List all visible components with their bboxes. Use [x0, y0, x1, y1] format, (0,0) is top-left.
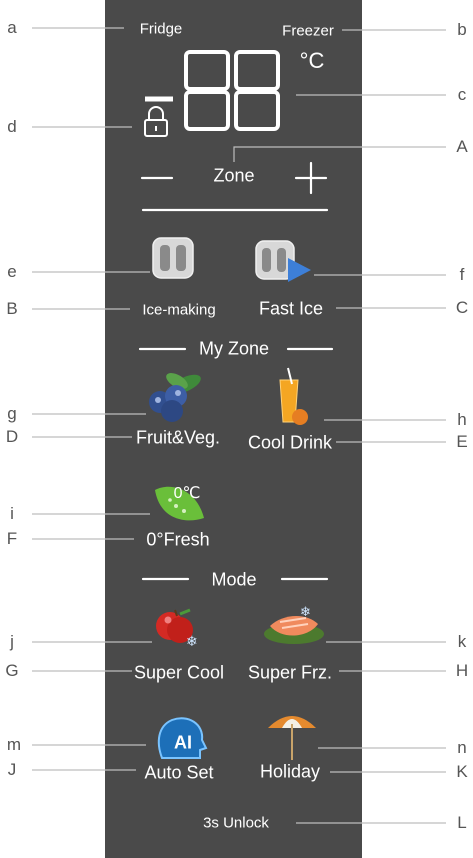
callout-a: a — [7, 18, 17, 37]
blueberry-icon — [149, 373, 201, 422]
callout-D: D — [5, 427, 19, 446]
svg-text:❄: ❄ — [300, 605, 311, 620]
fast-ice-label[interactable]: Fast Ice — [258, 298, 324, 319]
apple-icon: ❄ — [156, 608, 198, 650]
super-frz-label[interactable]: Super Frz. — [247, 662, 333, 683]
unlock-label[interactable]: 3s Unlock — [203, 814, 269, 832]
callout-H: H — [455, 661, 469, 680]
freezer-label[interactable]: Freezer — [282, 22, 334, 40]
leaf-icon — [155, 486, 204, 521]
callout-b: b — [457, 20, 467, 39]
auto-set-label[interactable]: Auto Set — [144, 762, 214, 783]
callout-c: c — [457, 85, 467, 104]
salmon-icon: ❄ — [264, 605, 324, 644]
fast-ice-icon — [255, 240, 311, 282]
callout-n: n — [457, 738, 467, 757]
cool-drink-icon — [279, 367, 308, 425]
ice-cube-icon — [152, 237, 194, 279]
beach-umbrella-icon — [268, 716, 316, 760]
ai-head-icon — [157, 717, 208, 759]
callout-K: K — [456, 762, 468, 781]
zero-degree-badge: 0℃ — [173, 485, 201, 502]
ai-badge: AI — [174, 732, 192, 753]
mode-heading: Mode — [211, 569, 257, 590]
fruit-veg-label[interactable]: Fruit&Veg. — [135, 427, 221, 448]
callout-g: g — [7, 404, 17, 423]
callout-h: h — [457, 410, 467, 429]
callout-A: A — [456, 137, 468, 156]
leader-A — [233, 146, 446, 162]
callout-j: j — [10, 632, 14, 651]
ice-making-label[interactable]: Ice-making — [142, 301, 216, 319]
callout-J: J — [7, 760, 17, 779]
callout-G: G — [5, 661, 19, 680]
callout-E: E — [456, 432, 468, 451]
callout-f: f — [459, 265, 465, 284]
callout-k: k — [457, 632, 467, 651]
callout-F: F — [6, 529, 18, 548]
celsius-unit: °C — [299, 48, 325, 73]
callout-d: d — [7, 117, 17, 136]
seven-segment-display — [145, 50, 280, 131]
control-panel — [105, 0, 362, 858]
callout-C: C — [455, 298, 469, 317]
svg-text:❄: ❄ — [186, 634, 198, 650]
super-cool-label[interactable]: Super Cool — [133, 662, 225, 683]
zone-label[interactable]: Zone — [213, 165, 255, 186]
holiday-label[interactable]: Holiday — [259, 761, 321, 782]
lock-icon — [144, 106, 168, 137]
fridge-label[interactable]: Fridge — [139, 20, 183, 38]
callout-B: B — [6, 299, 18, 318]
callout-m: m — [6, 735, 22, 754]
my-zone-heading: My Zone — [198, 338, 270, 359]
callout-L: L — [457, 813, 467, 832]
callout-e: e — [7, 262, 17, 281]
callout-i: i — [10, 504, 14, 523]
cool-drink-label[interactable]: Cool Drink — [247, 432, 333, 453]
zero-fresh-label[interactable]: 0°Fresh — [146, 529, 210, 550]
